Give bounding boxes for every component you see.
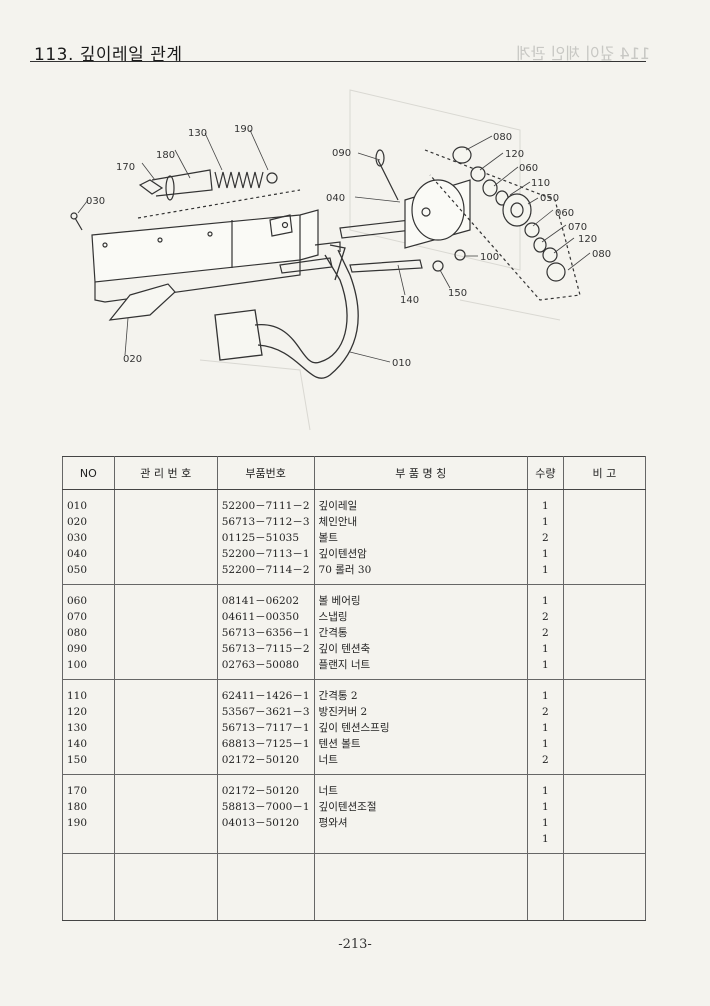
callout-150: 150: [448, 288, 467, 299]
mgmt-cell: [113, 679, 218, 775]
callout-040: 040: [326, 193, 345, 204]
callout-080-top: 080: [493, 132, 512, 143]
header-qty: 수량: [526, 456, 564, 490]
table-header-row: NO 관 리 번 호 부품번호 부 품 명 칭 수량 비 고: [62, 456, 647, 490]
callout-030: 030: [86, 196, 105, 207]
title-rule: [30, 61, 646, 62]
callout-070: 070: [568, 222, 587, 233]
callout-180: 180: [156, 150, 175, 161]
callout-100: 100: [480, 252, 499, 263]
callout-140: 140: [400, 295, 419, 306]
header-part-name: 부 품 명 칭: [313, 456, 528, 490]
callout-170: 170: [116, 162, 135, 173]
bearing-stack: [424, 146, 581, 301]
header-no: NO: [62, 456, 115, 490]
remark-cell: [562, 679, 647, 775]
callout-050: 050: [540, 193, 559, 204]
page-title: 113. 깊이레일 관계: [34, 45, 183, 65]
mgmt-cell: [113, 489, 218, 585]
parts-diagram: 130 190 180 170 030 090 040 080 120 060 …: [70, 89, 611, 431]
bleed-through-title: 114 깊이 체인 관계: [515, 44, 650, 63]
rail-frame: [91, 209, 341, 303]
callout-080-bottom: 080: [592, 249, 611, 260]
page-number: -213-: [338, 937, 372, 952]
mgmt-cell: [113, 774, 218, 854]
mgmt-cell: [113, 584, 218, 680]
callout-190: 190: [234, 124, 253, 135]
header-remark: 비 고: [562, 456, 647, 490]
callout-090: 090: [332, 148, 351, 159]
callout-020: 020: [123, 354, 142, 365]
callout-130: 130: [188, 128, 207, 139]
remark-cell: [562, 489, 647, 585]
callout-060-top: 060: [519, 163, 538, 174]
callout-110: 110: [531, 178, 550, 189]
callout-120-top: 120: [505, 149, 524, 160]
callout-060-bottom: 060: [555, 208, 574, 219]
header-part-no: 부품번호: [216, 456, 315, 490]
remark-cell: [562, 584, 647, 680]
callout-010: 010: [392, 358, 411, 369]
callout-120-bottom: 120: [578, 234, 597, 245]
remark-cell: [562, 774, 647, 854]
header-mgmt-no: 관 리 번 호: [113, 456, 218, 490]
spring-assembly: [137, 169, 301, 219]
table-row-empty: [62, 853, 647, 921]
depth-rail-tube: [214, 244, 359, 379]
